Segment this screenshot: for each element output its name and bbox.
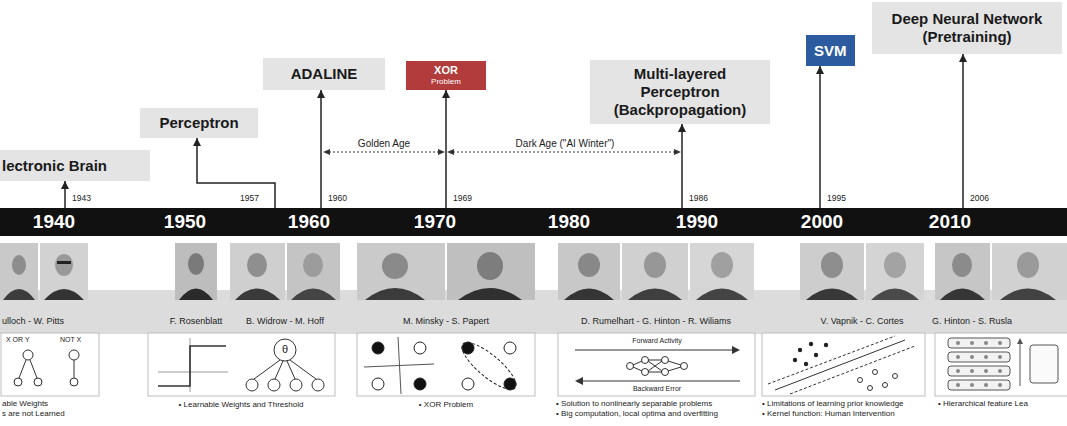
figure-text: NOT X	[60, 336, 81, 344]
connector-line	[819, 66, 821, 208]
arrow-head	[317, 90, 325, 98]
figure-text: θ	[282, 343, 288, 356]
figure-text: X OR Y	[6, 336, 30, 344]
caption-note: • Limitations of learning prior knowledg…	[762, 399, 904, 408]
era-arrows	[323, 149, 681, 155]
box-text: Deep Neural Network (Pretraining)	[880, 10, 1054, 46]
box-text: Problem	[431, 77, 461, 87]
timeline-arrow	[61, 181, 69, 208]
person-name: M. Minsky - S. Papert	[403, 316, 489, 326]
timeline-arrow	[442, 90, 450, 208]
arrow-head	[816, 66, 824, 74]
xor-plot	[364, 336, 522, 397]
era-label: Golden Age	[358, 138, 410, 150]
year-label: 1995	[827, 194, 846, 204]
timeline-band: 1940 1950 1960 1970 1980 1990 2000 2010	[0, 208, 1067, 236]
year-label: 2006	[970, 194, 989, 204]
decade-label: 1970	[414, 211, 456, 233]
decade-label: 2010	[929, 211, 971, 233]
caption-note: • Solution to nonlinearly separable prob…	[556, 399, 712, 408]
timeline-arrow	[193, 138, 275, 208]
backprop-sketch	[575, 346, 740, 385]
year-label: 1960	[328, 194, 347, 204]
problem-box: XORProblem	[406, 61, 486, 90]
caption-note: s are not Learned	[2, 409, 65, 418]
decade-label: 1960	[288, 211, 330, 233]
svm-sketch	[768, 336, 915, 394]
milestone-box: Perceptron	[140, 108, 258, 138]
arrow-head	[442, 90, 450, 98]
milestone-box: Multi-layered Perceptron (Backpropagatio…	[590, 60, 770, 124]
milestone-box: ADALINE	[263, 58, 385, 90]
connector-line	[681, 124, 683, 208]
caption-note: able Weights	[2, 399, 48, 408]
era-label: Dark Age ("AI Winter")	[516, 138, 615, 150]
connector-line	[962, 54, 964, 208]
box-text: Multi-layered Perceptron (Backpropagatio…	[598, 65, 762, 119]
caption-note: • Learnable Weights and Threshold	[179, 400, 304, 409]
decade-label: 1940	[33, 211, 75, 233]
figure-text: Forward Activity	[632, 337, 681, 345]
caption-note: • XOR Problem	[419, 400, 473, 409]
person-name: ulloch - W. Pitts	[2, 316, 64, 326]
arrow-head	[193, 138, 201, 146]
arrow-head	[61, 181, 69, 189]
caption-note: • Big computation, local optima and over…	[556, 409, 718, 418]
person-name: D. Rumelhart - G. Hinton - R. Wiliams	[581, 316, 731, 326]
arrow-head	[959, 54, 967, 62]
box-text: ADALINE	[291, 65, 358, 83]
perceptron-sketch	[158, 338, 324, 392]
decade-label: 1980	[548, 211, 590, 233]
box-text: SVM	[814, 42, 847, 60]
person-name: G. Hinton - S. Rusla	[932, 316, 1012, 326]
year-label: 1957	[240, 194, 259, 204]
connector-line	[320, 90, 322, 208]
timeline-arrow	[317, 90, 325, 208]
box-text: XOR	[434, 64, 458, 77]
layer-stack-sketch	[948, 338, 1058, 390]
milestone-box: Deep Neural Network (Pretraining)	[872, 2, 1062, 54]
timeline-arrow	[959, 54, 967, 208]
person-name: F. Rosenblatt	[170, 316, 223, 326]
decade-label: 2000	[801, 211, 843, 233]
year-label: 1969	[453, 194, 472, 204]
box-text: Perceptron	[159, 114, 238, 132]
caption-note: • Hierarchical feature Lea	[938, 399, 1028, 408]
milestone-box: lectronic Brain	[0, 150, 150, 181]
timeline-arrow	[816, 66, 824, 208]
decade-label: 1950	[164, 211, 206, 233]
box-text: lectronic Brain	[2, 157, 107, 175]
connector-line	[197, 138, 275, 208]
year-label: 1943	[72, 194, 91, 204]
decade-label: 1990	[676, 211, 718, 233]
arrow-head	[678, 124, 686, 132]
timeline-arrow	[678, 124, 686, 208]
figure-text: Backward Error	[633, 385, 681, 393]
logic-circuit	[14, 350, 79, 386]
illustration-frames	[1, 333, 1067, 396]
caption-note: • Kernel function: Human Intervention	[762, 409, 895, 418]
milestone-box: SVM	[806, 35, 855, 66]
portrait-photos	[0, 243, 1067, 300]
person-name: B. Widrow - M. Hoff	[246, 316, 324, 326]
year-label: 1986	[689, 194, 708, 204]
connector-line	[445, 90, 447, 208]
person-name: V. Vapnik - C. Cortes	[820, 316, 903, 326]
